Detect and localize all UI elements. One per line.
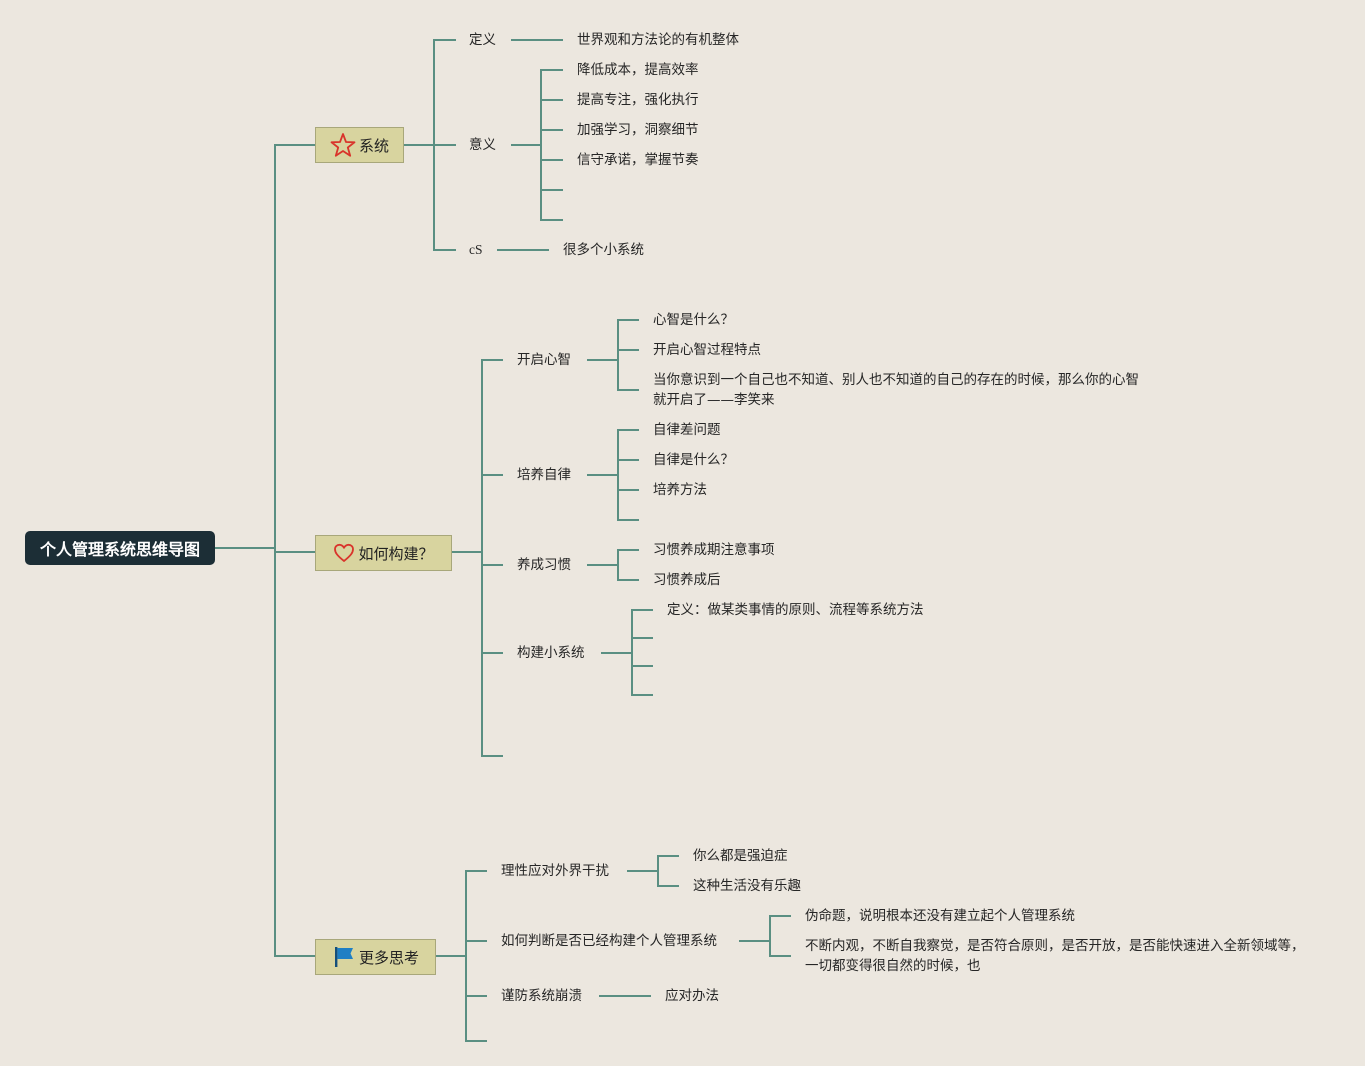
branch-label: 如何构建？	[358, 544, 434, 563]
topic-judge-item[interactable]: 伪命题，说明根本还没有建立起个人管理系统	[805, 906, 1075, 926]
topic-mind-item[interactable]: 心智是什么？	[653, 310, 734, 330]
topic-definition[interactable]: 定义	[469, 30, 496, 50]
star-icon	[330, 133, 356, 157]
topic-meaning[interactable]: 意义	[469, 135, 496, 155]
topic-rational-item[interactable]: 这种生活没有乐趣	[693, 876, 801, 896]
branch-build[interactable]: 如何构建？	[315, 535, 452, 571]
flag-icon	[334, 947, 353, 967]
branch-system[interactable]: 系统	[315, 127, 404, 163]
topic-definition-detail[interactable]: 世界观和方法论的有机整体	[577, 30, 739, 50]
topic-cs[interactable]: cS	[469, 240, 483, 260]
topic-mind-item[interactable]: 开启心智过程特点	[653, 340, 761, 360]
topic-subsystem-item[interactable]: 定义：做某类事情的原则、流程等系统方法	[667, 600, 924, 620]
topic-meaning-item[interactable]: 降低成本，提高效率	[577, 60, 699, 80]
topic-guard[interactable]: 谨防系统崩溃	[501, 986, 582, 1006]
heart-icon	[334, 543, 355, 562]
topic-cs-detail[interactable]: 很多个小系统	[563, 240, 644, 260]
topic-discipline[interactable]: 培养自律	[517, 465, 571, 485]
topic-mind-item[interactable]: 当你意识到一个自己也不知道、别人也不知道的自己的存在的时候，那么你的心智就开启了…	[653, 370, 1145, 410]
topic-habit-item[interactable]: 习惯养成后	[653, 570, 721, 590]
topic-guard-detail[interactable]: 应对办法	[665, 986, 719, 1006]
topic-judge[interactable]: 如何判断是否已经构建个人管理系统	[501, 931, 717, 951]
topic-habit-item[interactable]: 习惯养成期注意事项	[653, 540, 775, 560]
topic-subsystem[interactable]: 构建小系统	[517, 643, 585, 663]
topic-mind[interactable]: 开启心智	[517, 350, 571, 370]
topic-meaning-item[interactable]: 加强学习，洞察细节	[577, 120, 699, 140]
root-topic[interactable]: 个人管理系统思维导图	[25, 531, 215, 565]
topic-meaning-item[interactable]: 信守承诺，掌握节奏	[577, 150, 699, 170]
topic-rational-item[interactable]: 你么都是强迫症	[693, 846, 788, 866]
topic-discipline-item[interactable]: 培养方法	[653, 480, 707, 500]
topic-discipline-item[interactable]: 自律是什么？	[653, 450, 734, 470]
topic-habit[interactable]: 养成习惯	[517, 555, 571, 575]
branch-label: 更多思考	[358, 948, 419, 967]
topic-meaning-item[interactable]: 提高专注，强化执行	[577, 90, 699, 110]
branch-label: 系统	[358, 136, 389, 155]
branch-more[interactable]: 更多思考	[315, 939, 436, 975]
topic-discipline-item[interactable]: 自律差问题	[653, 420, 721, 440]
topic-judge-item[interactable]: 不断内观，不断自我察觉，是否符合原则，是否开放，是否能快速进入全新领域等，一切都…	[805, 936, 1305, 976]
topic-rational[interactable]: 理性应对外界干扰	[501, 861, 609, 881]
